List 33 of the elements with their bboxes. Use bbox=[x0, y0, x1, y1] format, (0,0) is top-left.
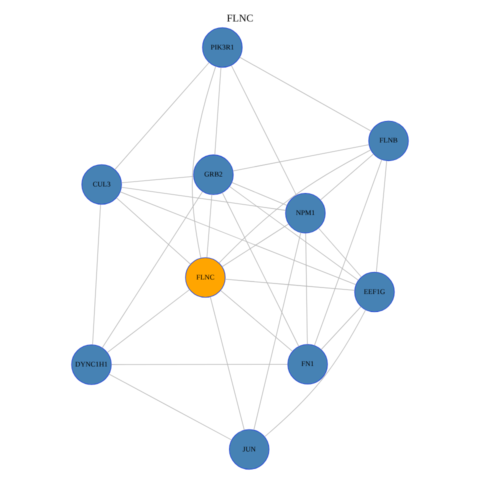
connector bbox=[318, 228, 362, 278]
connector bbox=[102, 191, 203, 348]
connector bbox=[222, 192, 300, 347]
diagram-title: FLNC bbox=[226, 14, 254, 25]
connector bbox=[210, 296, 245, 430]
connector bbox=[305, 232, 308, 345]
connector bbox=[116, 198, 191, 265]
connector bbox=[320, 154, 374, 200]
connector bbox=[121, 176, 194, 184]
connector bbox=[376, 160, 387, 272]
connector bbox=[192, 66, 216, 258]
connector bbox=[214, 67, 222, 156]
connector bbox=[218, 150, 371, 264]
connector bbox=[206, 194, 212, 258]
connector bbox=[232, 144, 370, 172]
connector bbox=[231, 182, 288, 206]
connector bbox=[224, 278, 355, 291]
connector bbox=[92, 204, 101, 345]
connector bbox=[121, 186, 286, 211]
connector bbox=[254, 232, 302, 430]
connector bbox=[111, 364, 288, 365]
connector bbox=[240, 56, 372, 132]
connector bbox=[120, 191, 356, 286]
connector bbox=[220, 290, 293, 352]
connector bbox=[222, 224, 289, 268]
connector bbox=[229, 186, 359, 281]
connector bbox=[320, 306, 362, 350]
connector bbox=[264, 310, 366, 437]
connector bbox=[108, 374, 232, 440]
connector bbox=[107, 289, 190, 353]
connector bbox=[314, 159, 382, 346]
connector bbox=[114, 62, 210, 170]
connector bbox=[231, 65, 297, 196]
